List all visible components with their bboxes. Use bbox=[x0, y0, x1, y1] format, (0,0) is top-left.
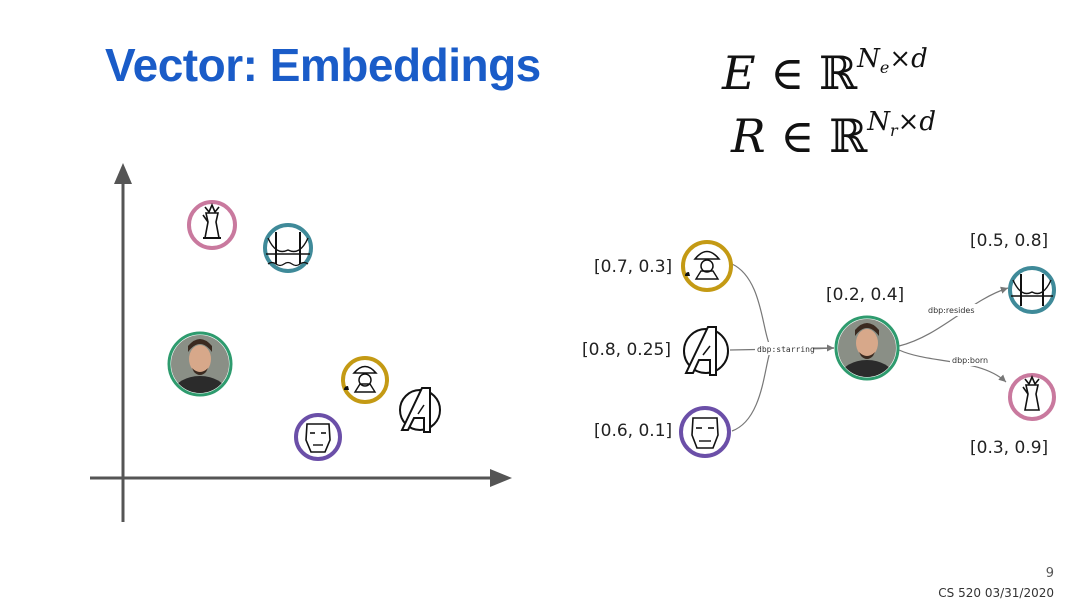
label-avengers-vector: [0.8, 0.25] bbox=[582, 340, 671, 360]
actor-portrait-icon bbox=[167, 331, 233, 397]
node-golden-gate-bridge-icon bbox=[1008, 266, 1056, 314]
edge-label-resides: dbp:resides bbox=[928, 306, 975, 315]
node-avengers-logo-icon bbox=[683, 326, 729, 376]
avengers-logo-icon bbox=[399, 387, 441, 433]
edge-ironman bbox=[731, 344, 835, 432]
page-number: 9 bbox=[1045, 566, 1054, 581]
relation-set: ℝ bbox=[828, 109, 868, 163]
iron-man-helmet-icon bbox=[294, 413, 342, 461]
edge-label-born: dbp:born bbox=[952, 356, 988, 365]
label-bridge-vector: [0.5, 0.8] bbox=[970, 231, 1049, 251]
entity-set: ℝ bbox=[818, 46, 858, 100]
y-axis-arrow bbox=[114, 163, 132, 184]
label-sherlock-vector: [0.7, 0.3] bbox=[594, 257, 673, 277]
entity-rel: ∈ bbox=[770, 46, 805, 100]
edge-label-starring: dbp:starring bbox=[757, 345, 815, 354]
relation-var: R bbox=[731, 109, 766, 163]
sherlock-holmes-icon bbox=[341, 356, 389, 404]
node-sherlock-holmes-icon bbox=[681, 240, 733, 292]
slide-title: Vector: Embeddings bbox=[105, 39, 541, 91]
embedding-axes bbox=[90, 163, 512, 522]
relation-rel: ∈ bbox=[780, 109, 815, 163]
footer-course-date: CS 520 03/31/2020 bbox=[938, 586, 1054, 600]
golden-gate-bridge-icon bbox=[263, 223, 313, 273]
node-actor-portrait-icon bbox=[834, 315, 900, 381]
x-axis-arrow bbox=[490, 469, 512, 487]
entity-dims: Ne×d bbox=[857, 44, 928, 78]
statue-of-liberty-icon bbox=[187, 200, 237, 250]
label-ironman-vector: [0.6, 0.1] bbox=[594, 421, 673, 441]
entity-var: E bbox=[722, 46, 756, 100]
label-actor-vector: [0.2, 0.4] bbox=[826, 285, 905, 305]
relation-dims: Nr×d bbox=[867, 107, 937, 141]
label-liberty-vector: [0.3, 0.9] bbox=[970, 438, 1049, 458]
edge-sherlock bbox=[731, 263, 835, 350]
entity-formula: E ∈ ℝNe×d bbox=[722, 46, 928, 96]
node-iron-man-helmet-icon bbox=[679, 406, 731, 458]
relation-formula: R ∈ ℝNr×d bbox=[731, 109, 936, 159]
node-statue-of-liberty-icon bbox=[1008, 373, 1056, 421]
edge-resides bbox=[898, 286, 1009, 347]
